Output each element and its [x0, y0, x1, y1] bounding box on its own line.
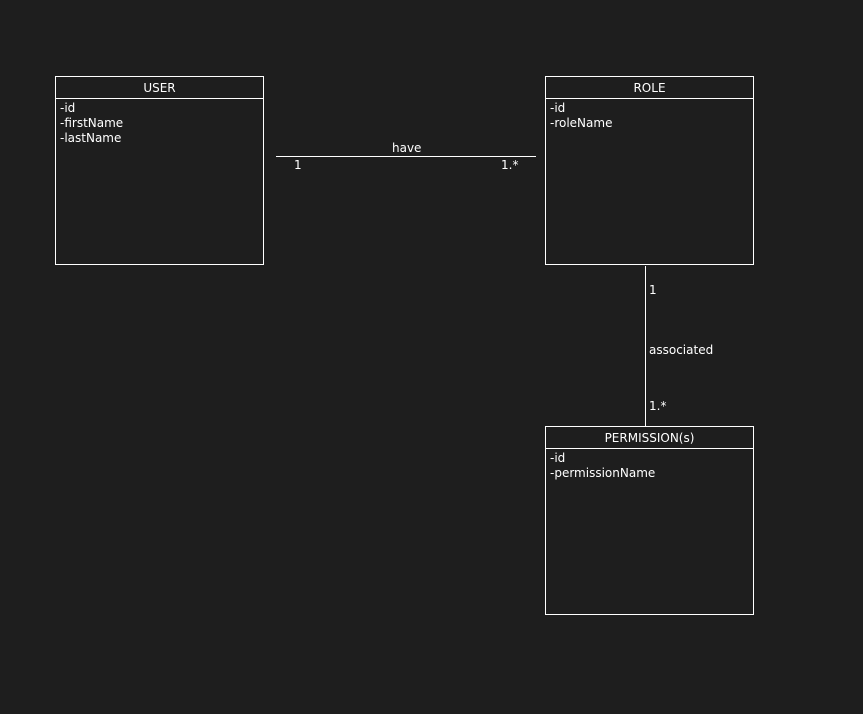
association-line-role-permission[interactable]: [645, 266, 646, 426]
attribute: -roleName: [550, 116, 613, 130]
class-permission-attributes: -id -permissionName: [546, 449, 753, 481]
multiplicity-permission: 1.*: [649, 399, 667, 413]
class-role-attributes: -id -roleName: [546, 99, 753, 131]
multiplicity-role: 1: [649, 283, 657, 297]
association-label-have: have: [392, 141, 422, 155]
class-user[interactable]: USER -id -firstName -lastName: [55, 76, 264, 265]
class-role[interactable]: ROLE -id -roleName: [545, 76, 754, 265]
attribute: -firstName: [60, 116, 124, 130]
class-permission-title: PERMISSION(s): [546, 427, 753, 449]
class-user-title: USER: [56, 77, 263, 99]
association-line-user-role[interactable]: [276, 156, 536, 157]
attribute: -id: [550, 451, 566, 465]
attribute: -permissionName: [550, 466, 656, 480]
association-label-associated: associated: [649, 343, 714, 357]
attribute: -id: [60, 101, 76, 115]
multiplicity-user: 1: [294, 158, 302, 172]
attribute: -lastName: [60, 131, 122, 145]
multiplicity-role: 1.*: [501, 158, 519, 172]
class-permission[interactable]: PERMISSION(s) -id -permissionName: [545, 426, 754, 615]
class-role-title: ROLE: [546, 77, 753, 99]
class-user-attributes: -id -firstName -lastName: [56, 99, 263, 146]
attribute: -id: [550, 101, 566, 115]
